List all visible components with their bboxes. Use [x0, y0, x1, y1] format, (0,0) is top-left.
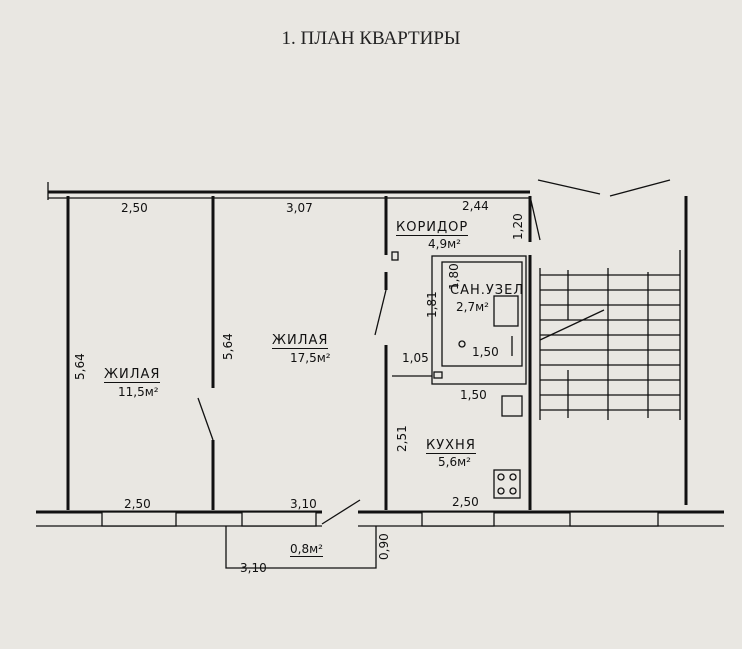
door-jamb-bath [433, 371, 443, 379]
kitchen-sink-icon [501, 395, 523, 417]
dim-balcony-width: 3,10 [240, 561, 267, 575]
room-living1-area: 11,5м² [118, 385, 159, 399]
dim-top-right: 2,44 [462, 199, 489, 213]
dim-kitchen-height: 2,51 [395, 425, 409, 452]
room-kitchen-area: 5,6м² [438, 455, 471, 469]
dim-door-width: 1,05 [402, 351, 429, 365]
room-bathroom-area: 2,7м² [456, 300, 489, 314]
room-corridor-area: 4,9м² [428, 237, 461, 251]
stair-steps [540, 274, 680, 411]
balcony-door-leaf [321, 499, 361, 525]
dim-bottom-mid: 3,10 [290, 497, 317, 511]
stair-landing [539, 309, 605, 341]
bathroom-inner [441, 261, 523, 367]
toilet-icon [458, 340, 466, 348]
dim-corridor-right: 1,20 [511, 213, 525, 240]
room-balcony-area: 0,8м² [290, 542, 323, 557]
dim-bath-height-top: 1,80 [447, 263, 461, 290]
door-leaf-living1 [197, 397, 214, 441]
room-living2-area: 17,5м² [290, 351, 331, 365]
door-jamb [391, 251, 399, 261]
window-kitchen [421, 511, 495, 527]
plan-title: 1. ПЛАН КВАРТИРЫ [281, 28, 461, 49]
dim-bottom-right: 2,50 [452, 495, 479, 509]
room-kitchen-name: КУХНЯ [426, 438, 476, 454]
burner-icon [509, 487, 517, 495]
room-corridor-name: КОРИДОР [396, 220, 469, 236]
burner-icon [497, 473, 505, 481]
dim-kitchen-width: 1,50 [460, 388, 487, 402]
room-bathroom-name: САН.УЗЕЛ [450, 283, 525, 298]
door-leaf-living2 [374, 289, 387, 336]
dim-bath-width: 1,50 [472, 345, 499, 359]
dim-top-mid: 3,07 [286, 201, 313, 215]
dim-bottom-left: 2,50 [124, 497, 151, 511]
room-living2-name: ЖИЛАЯ [272, 333, 329, 349]
dim-balcony-height: 0,90 [377, 533, 391, 560]
window-living2 [241, 511, 317, 527]
dim-top-left: 2,50 [121, 201, 148, 215]
window-stair [569, 511, 659, 527]
stair-top-wall-2 [609, 179, 671, 197]
stair-top-wall [537, 179, 601, 195]
bathroom-outer [431, 255, 527, 385]
balcony-outline [225, 526, 377, 569]
room-living1-name: ЖИЛАЯ [104, 367, 161, 383]
burner-icon [497, 487, 505, 495]
stove-icon [493, 469, 521, 499]
dim-left-height: 5,64 [73, 353, 87, 380]
window-living1 [101, 511, 177, 527]
dim-mid-height: 5,64 [221, 333, 235, 360]
bathtub-icon [493, 295, 519, 327]
dim-bath-height-left: 1,81 [425, 291, 439, 318]
entry-door-leaf [529, 195, 541, 241]
burner-icon [509, 473, 517, 481]
